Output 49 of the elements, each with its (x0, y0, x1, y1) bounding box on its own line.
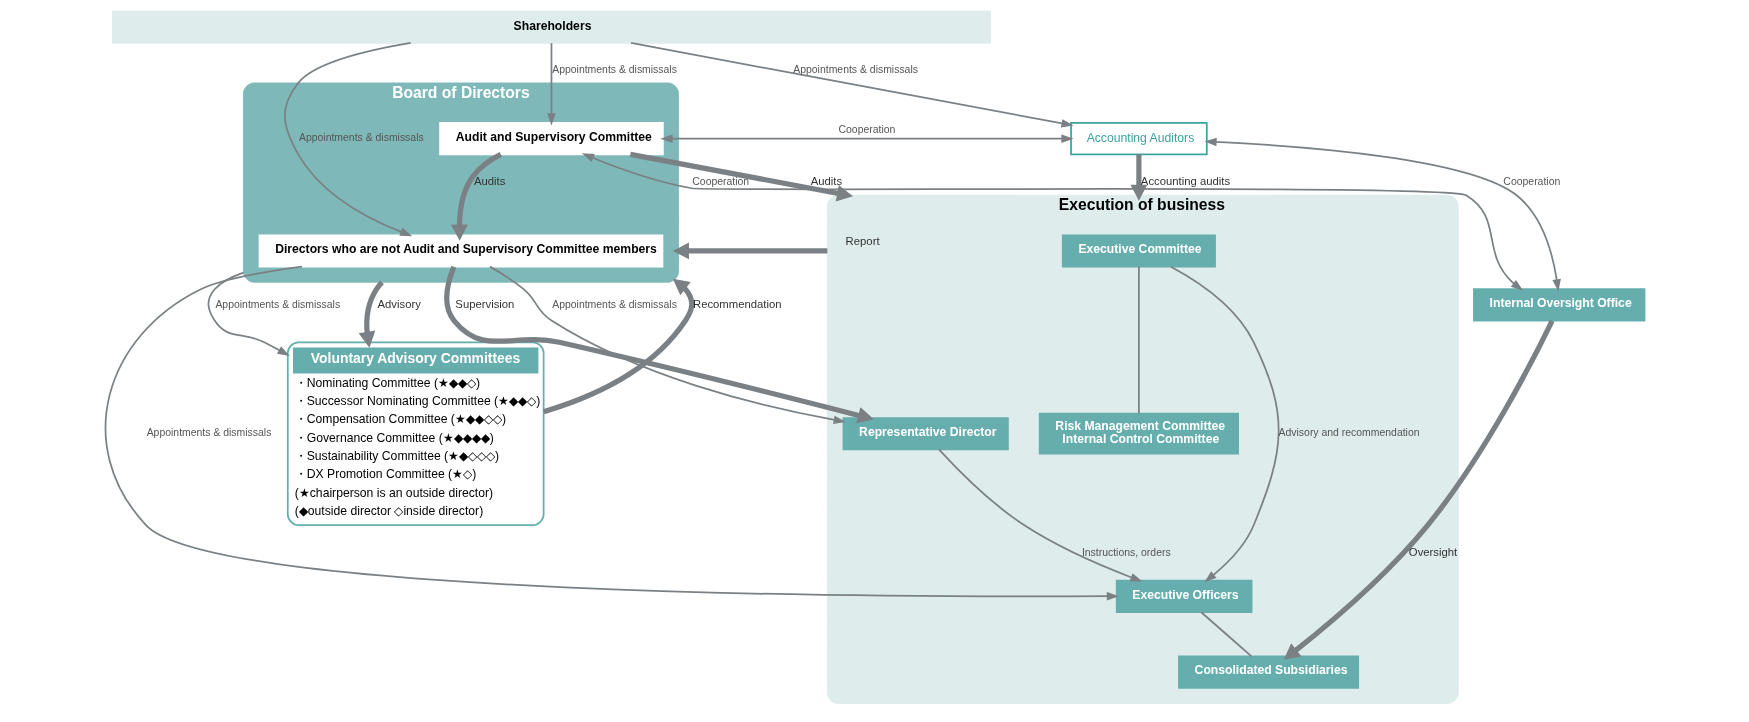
edge-label: Appointments & dismissals (551, 298, 677, 310)
arrow (1203, 137, 1561, 292)
arrow (450, 152, 502, 241)
edge-label: Report (845, 235, 880, 248)
connector (1199, 611, 1252, 658)
edge-label: Cooperation (838, 124, 895, 136)
edge-label: Audits (810, 175, 842, 188)
node-box: Voluntary Advisory Committees ・Nominating Committee (★◆◆◇) ・Successor Nominating Committee (★◆◆◇) ・Compensation Committee (★◆◆◇◇) ・Governance Committee (★◆◆◆◆) ・Sustainability Committee (★◆◇◇◇) ・DX Promotion Committee (★◇) (★chairperson is an outside director) (◆outside director ◇inside director) (286, 341, 544, 526)
arrow (207, 271, 290, 356)
edge-label: Appointments & dismissals (214, 298, 340, 310)
edge-label: Instructions, orders (1081, 546, 1171, 558)
edge-label: Audits (473, 175, 505, 188)
arrow (546, 42, 556, 126)
connector (1137, 265, 1140, 415)
edge-label: Cooperation (691, 175, 749, 187)
node-box: Accounting Auditors (1069, 122, 1208, 156)
node-box: Executive Officers (1115, 579, 1252, 613)
node-box: Shareholders (111, 10, 991, 44)
edge-label: Advisory (377, 297, 421, 310)
arrow (629, 151, 853, 202)
edge-label: Oversight (1408, 545, 1457, 558)
edge-label: Supervision (454, 297, 514, 310)
node-box: Representative Director (842, 417, 1009, 451)
node-box: Consolidated Subsidiaries (1177, 655, 1359, 689)
arrow (283, 42, 412, 237)
arrow (358, 280, 384, 348)
arrow (443, 265, 874, 424)
node-box: Audit and Supervisory Committee (438, 122, 664, 156)
arrow (672, 242, 827, 260)
edge-label: Appointments & dismissals (298, 132, 424, 144)
node-box: Risk Management Committee Internal Control Committee (1038, 412, 1239, 455)
arrow (629, 42, 1074, 128)
edge-label: Appointments & dismissals (551, 64, 677, 76)
arrow (542, 278, 694, 415)
edge-label: Appointments & dismissals (792, 64, 918, 76)
arrow (1283, 319, 1554, 660)
arrow (488, 265, 846, 424)
arrow (659, 134, 1074, 143)
arrow (1169, 265, 1279, 583)
arrow (1129, 154, 1147, 201)
arrow (937, 448, 1142, 582)
edge-label: Recommendation (692, 297, 782, 310)
arrow (581, 153, 1523, 291)
node-box: Executive Committee (1061, 234, 1216, 268)
edge-label: Accounting audits (1140, 175, 1230, 188)
edge-label: Cooperation (1502, 175, 1560, 187)
edge-label: Appointments & dismissals (146, 427, 271, 439)
node-box: Directors who are not Audit and Supervisory Committee members (258, 234, 663, 268)
node-box: Internal Oversight Office (1472, 288, 1645, 322)
